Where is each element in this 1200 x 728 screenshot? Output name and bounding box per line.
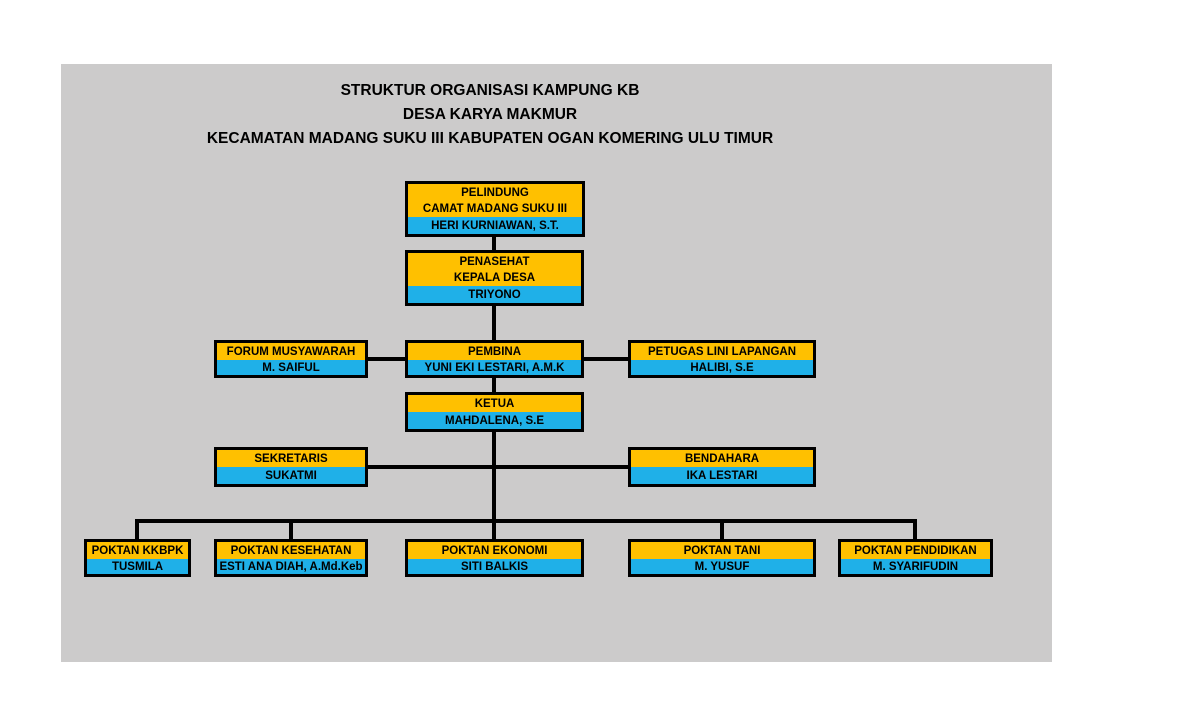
chart-title-line2: DESA KARYA MAKMUR <box>402 106 578 123</box>
org-node-pembina: PEMBINA YUNI EKI LESTARI, A.M.K <box>405 340 584 378</box>
node-person: SUKATMI <box>217 467 365 484</box>
role-title: POKTAN KESEHATAN <box>230 544 352 557</box>
org-node-poktan-pendidikan: POKTAN PENDIDIKAN M. SYARIFUDIN <box>838 539 993 577</box>
role-title: PEMBINA <box>467 345 522 358</box>
role-title: POKTAN EKONOMI <box>441 544 548 557</box>
node-person: HERI KURNIAWAN, S.T. <box>408 217 582 234</box>
chart-title-line3: KECAMATAN MADANG SUKU III KABUPATEN OGAN… <box>206 130 774 147</box>
node-role: POKTAN KESEHATAN <box>217 542 365 559</box>
connector-drop-poktan-kkbpk <box>135 519 139 539</box>
role-title: POKTAN KKBPK <box>91 544 184 557</box>
connector-penasehat-pembina <box>492 306 496 340</box>
node-role: PENASEHAT KEPALA DESA <box>408 253 581 286</box>
node-person: M. SYARIFUDIN <box>841 559 990 574</box>
node-person: YUNI EKI LESTARI, A.M.K <box>408 360 581 375</box>
node-role: KETUA <box>408 395 581 412</box>
connector-pelindung-penasehat <box>492 236 496 251</box>
org-node-poktan-tani: POKTAN TANI M. YUSUF <box>628 539 816 577</box>
chart-title: STRUKTUR ORGANISASI KAMPUNG KB DESA KARY… <box>61 79 919 151</box>
node-role: PETUGAS LINI LAPANGAN <box>631 343 813 360</box>
role-title: BENDAHARA <box>684 452 760 465</box>
node-person: TRIYONO <box>408 286 581 303</box>
node-role: POKTAN PENDIDIKAN <box>841 542 990 559</box>
connector-forum-pembina <box>368 357 405 361</box>
org-node-forum-musyawarah: FORUM MUSYAWARAH M. SAIFUL <box>214 340 368 378</box>
node-role: POKTAN KKBPK <box>87 542 188 559</box>
connector-ketua-poktan-trunk <box>492 432 496 539</box>
role-subtitle: CAMAT MADANG SUKU III <box>422 202 568 215</box>
org-node-penasehat: PENASEHAT KEPALA DESA TRIYONO <box>405 250 584 306</box>
node-person: M. SAIFUL <box>217 360 365 375</box>
role-title: FORUM MUSYAWARAH <box>226 345 356 358</box>
node-role: PEMBINA <box>408 343 581 360</box>
connector-pembina-ketua <box>492 378 496 392</box>
org-node-sekretaris: SEKRETARIS SUKATMI <box>214 447 368 487</box>
connector-drop-poktan-pendidikan <box>913 519 917 539</box>
connector-drop-poktan-tani <box>720 519 724 539</box>
node-person: MAHDALENA, S.E <box>408 412 581 429</box>
node-person: IKA LESTARI <box>631 467 813 484</box>
org-node-ketua: KETUA MAHDALENA, S.E <box>405 392 584 432</box>
node-role: POKTAN EKONOMI <box>408 542 581 559</box>
role-title: PETUGAS LINI LAPANGAN <box>647 345 796 358</box>
chart-title-line1: STRUKTUR ORGANISASI KAMPUNG KB <box>340 82 640 99</box>
node-person: TUSMILA <box>87 559 188 574</box>
node-role: FORUM MUSYAWARAH <box>217 343 365 360</box>
role-title: POKTAN TANI <box>683 544 761 557</box>
org-node-poktan-kesehatan: POKTAN KESEHATAN ESTI ANA DIAH, A.Md.Keb <box>214 539 368 577</box>
node-person: SITI BALKIS <box>408 559 581 574</box>
role-title: SEKRETARIS <box>254 452 328 465</box>
org-node-bendahara: BENDAHARA IKA LESTARI <box>628 447 816 487</box>
node-role: BENDAHARA <box>631 450 813 467</box>
connector-poktan-distribution <box>135 519 917 523</box>
connector-sekretaris-bendahara <box>368 465 628 469</box>
role-title: KETUA <box>474 397 515 410</box>
node-role: SEKRETARIS <box>217 450 365 467</box>
org-node-poktan-kkbpk: POKTAN KKBPK TUSMILA <box>84 539 191 577</box>
role-subtitle: KEPALA DESA <box>453 271 536 284</box>
role-title: PELINDUNG <box>461 186 529 199</box>
node-role: PELINDUNG CAMAT MADANG SUKU III <box>408 184 582 217</box>
org-node-poktan-ekonomi: POKTAN EKONOMI SITI BALKIS <box>405 539 584 577</box>
node-person: M. YUSUF <box>631 559 813 574</box>
role-title: POKTAN PENDIDIKAN <box>854 544 977 557</box>
org-node-petugas-lini-lapangan: PETUGAS LINI LAPANGAN HALIBI, S.E <box>628 340 816 378</box>
node-role: POKTAN TANI <box>631 542 813 559</box>
node-person: ESTI ANA DIAH, A.Md.Keb <box>217 559 365 574</box>
connector-drop-poktan-kesehatan <box>289 519 293 539</box>
node-person: HALIBI, S.E <box>631 360 813 375</box>
connector-pembina-petugas <box>584 357 628 361</box>
org-node-pelindung: PELINDUNG CAMAT MADANG SUKU III HERI KUR… <box>405 181 585 237</box>
role-title: PENASEHAT <box>459 255 530 268</box>
